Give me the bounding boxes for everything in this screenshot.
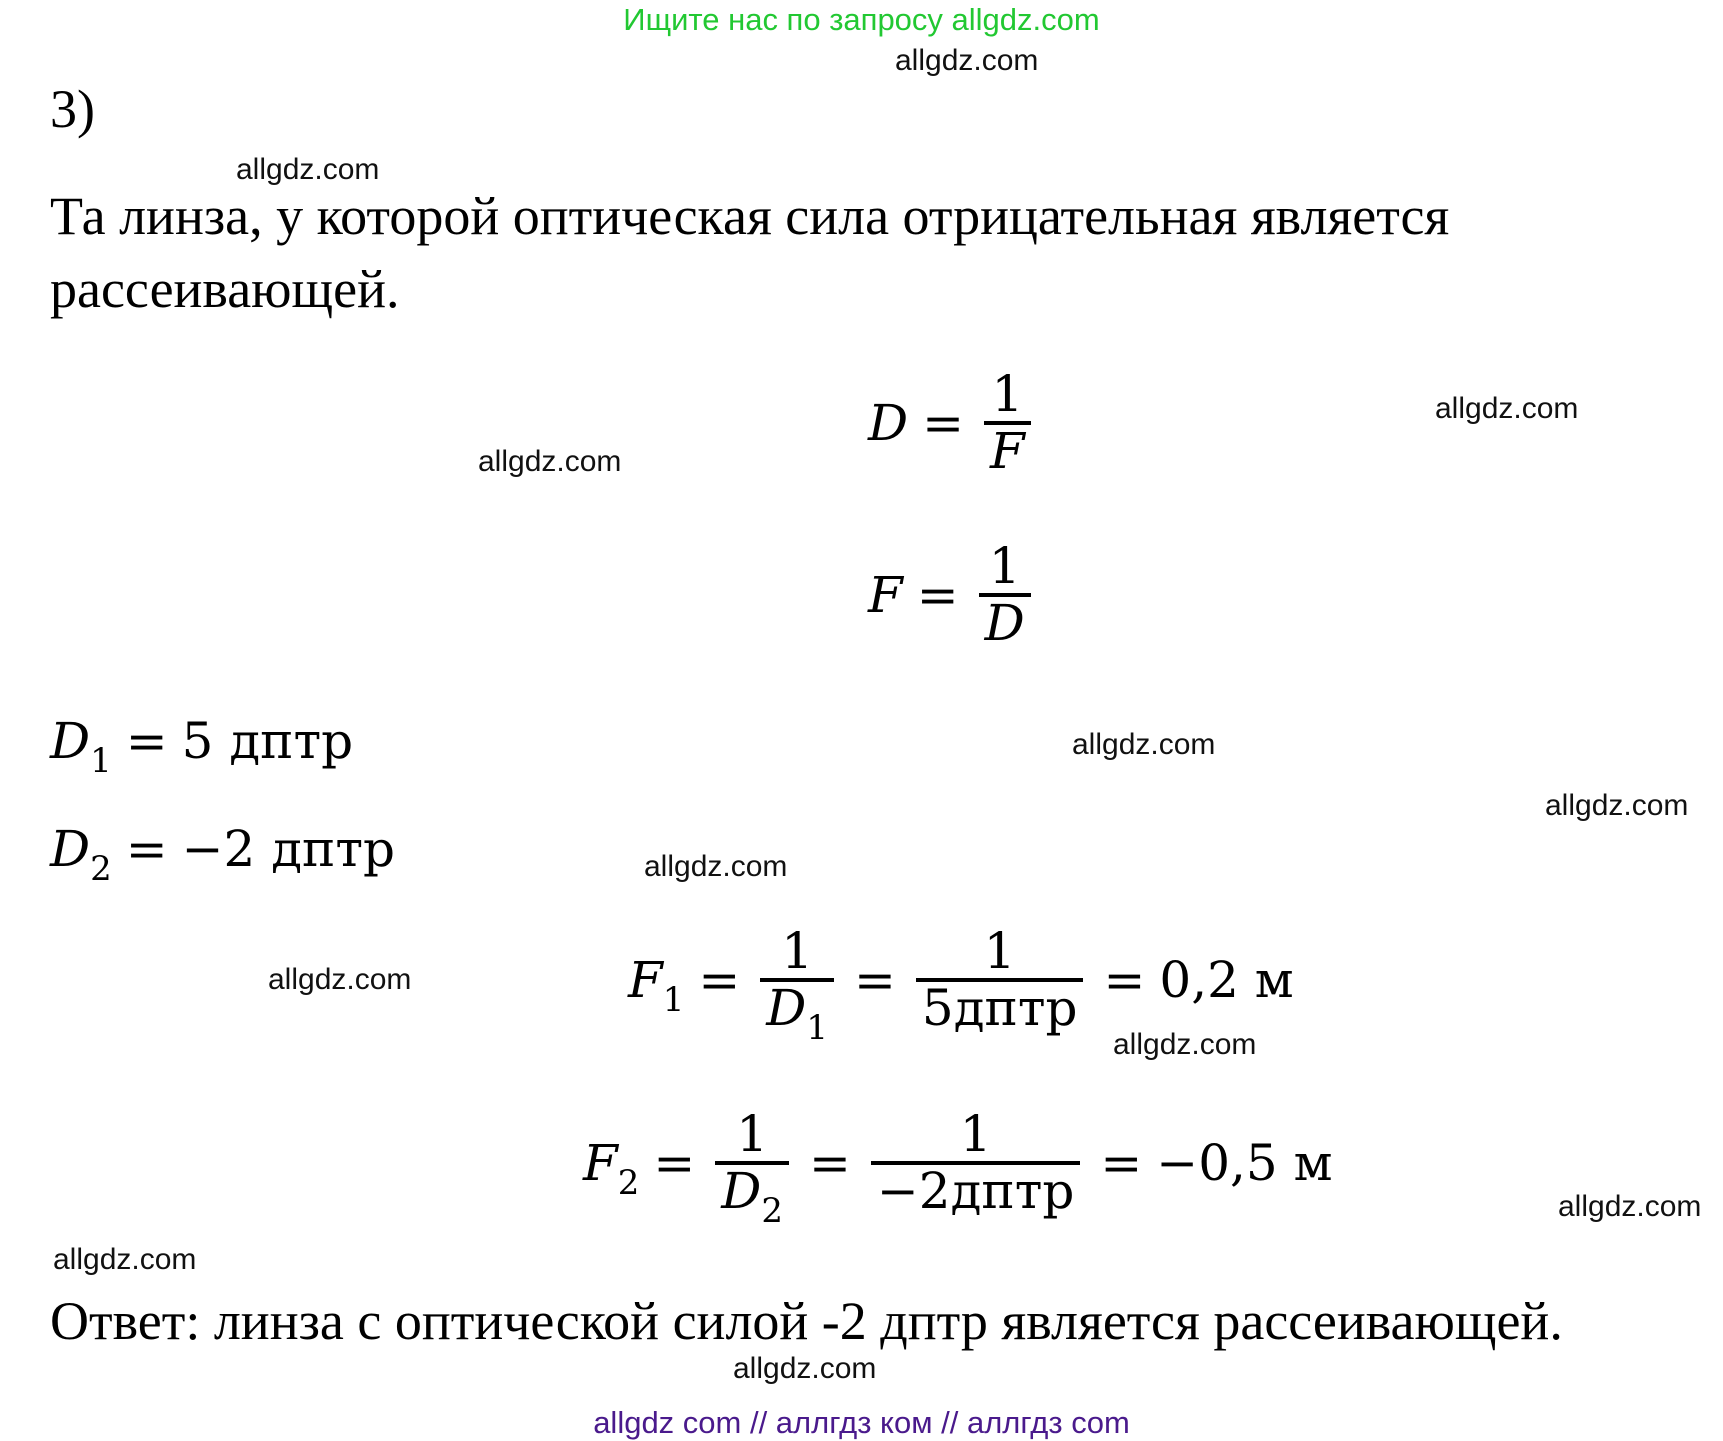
fraction: 1 F — [984, 368, 1031, 477]
watermark: allgdz.com — [478, 445, 622, 478]
fraction-bar — [915, 977, 1084, 982]
watermark: allgdz.com — [1113, 1028, 1257, 1061]
fraction-bar — [870, 1160, 1081, 1165]
fraction: 1 D2 — [715, 1105, 789, 1231]
denominator: D1 — [766, 978, 828, 1048]
fraction-bar — [978, 592, 1031, 597]
denominator: −2дптр — [876, 1161, 1075, 1220]
value: 5 дптр — [181, 712, 354, 770]
search-banner: Ищите нас по запросу allgdz.com — [623, 2, 1100, 37]
equals-sign: = — [653, 1133, 696, 1192]
var-f1: F1 — [628, 950, 685, 1020]
fraction: 1 −2дптр — [870, 1105, 1081, 1220]
equals-sign: = — [1100, 1133, 1143, 1192]
watermark: allgdz.com — [733, 1352, 877, 1385]
fraction: 1 5дптр — [915, 922, 1084, 1037]
watermark: allgdz.com — [1545, 789, 1689, 822]
equals-sign: = — [922, 393, 964, 452]
task-statement-line1: Та линза, у которой оптическая сила отри… — [50, 186, 1450, 246]
var-f2: F2 — [583, 1133, 640, 1203]
denominator: D2 — [721, 1161, 783, 1231]
watermark: allgdz.com — [1072, 728, 1216, 761]
equals-sign: = — [808, 1133, 851, 1192]
answer: Ответ: линза с оптической силой -2 дптр … — [50, 1291, 1563, 1351]
denominator: 5дптр — [921, 978, 1078, 1037]
task-number: 3) — [50, 79, 95, 139]
footer-links[interactable]: allgdz com // аллгдз ком // аллгдз com — [593, 1405, 1130, 1440]
fraction-bar — [715, 1160, 789, 1165]
watermark: allgdz.com — [236, 153, 380, 186]
watermark: allgdz.com — [268, 963, 412, 996]
var-d: D — [868, 393, 909, 452]
task-statement-line2: рассеивающей. — [50, 259, 400, 319]
formula-optical-power: D = 1 F — [868, 368, 1037, 477]
fraction: 1 D — [978, 537, 1031, 652]
numerator: 1 — [988, 537, 1021, 595]
fraction: 1 D1 — [760, 922, 834, 1048]
watermark: allgdz.com — [644, 850, 788, 883]
equals-sign: = — [916, 565, 959, 624]
numerator: 1 — [781, 922, 814, 980]
numerator: 1 — [959, 1105, 992, 1163]
calc-f2: F2 = 1 D2 = 1 −2дптр = −0,5 м — [583, 1105, 1333, 1231]
calc-f1: F1 = 1 D1 = 1 5дптр = 0,2 м — [628, 922, 1294, 1048]
denominator: D — [984, 593, 1025, 652]
result: −0,5 м — [1156, 1133, 1333, 1192]
given-d2: D2 = −2 дптр — [50, 820, 396, 889]
result: 0,2 м — [1159, 950, 1294, 1009]
value: −2 дптр — [181, 820, 396, 878]
fraction-bar — [760, 977, 834, 982]
numerator: 1 — [991, 365, 1024, 423]
watermark: allgdz.com — [1435, 392, 1579, 425]
numerator: 1 — [983, 922, 1016, 980]
formula-focal-length: F = 1 D — [868, 540, 1037, 649]
given-d1: D1 = 5 дптр — [50, 712, 354, 781]
var-d2: D2 — [50, 820, 112, 889]
watermark: allgdz.com — [53, 1243, 197, 1276]
var-d1: D1 — [50, 712, 112, 781]
watermark: allgdz.com — [895, 44, 1039, 77]
equals-sign: = — [853, 950, 896, 1009]
var-f: F — [868, 565, 903, 624]
numerator: 1 — [736, 1105, 769, 1163]
equals-sign: = — [125, 820, 168, 878]
denominator: F — [990, 421, 1025, 480]
equals-sign: = — [698, 950, 741, 1009]
fraction-bar — [984, 420, 1031, 425]
equals-sign: = — [125, 712, 168, 770]
equals-sign: = — [1103, 950, 1146, 1009]
watermark: allgdz.com — [1558, 1190, 1702, 1223]
